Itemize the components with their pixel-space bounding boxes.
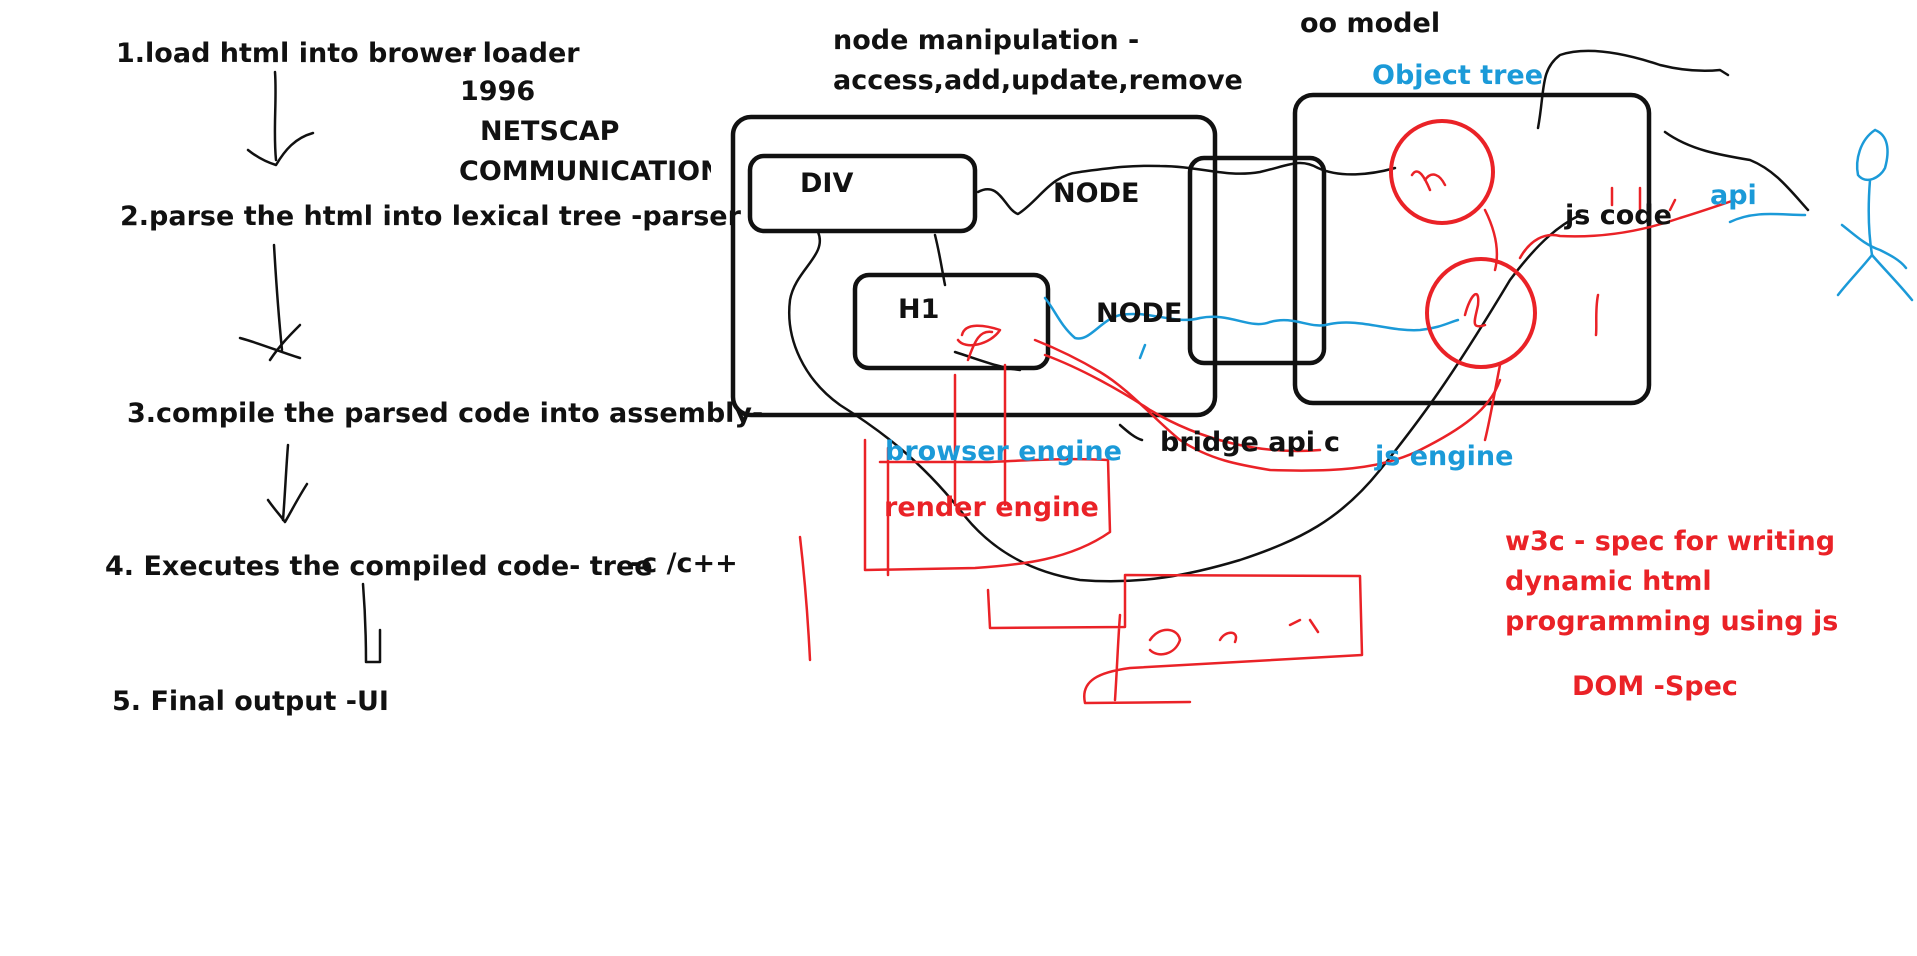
step-5-label: 5. Final output -UI (112, 686, 389, 717)
node-label-1: NODE (1053, 178, 1140, 209)
circle-1-to-2-link (1483, 208, 1499, 272)
api-label: api (1710, 180, 1757, 211)
year-label: 1996 (460, 76, 536, 107)
circle-2-scribble (1463, 292, 1487, 328)
step-3-label: 3.compile the parsed code into assembly- (127, 398, 764, 429)
div-node-box (747, 153, 978, 234)
step-1-suffix-label: - loader (462, 38, 580, 69)
node-manipulation-line2: access,add,update,remove (833, 65, 1243, 96)
step-2-label: 2.parse the html into lexical tree -pars… (120, 201, 741, 232)
output-red-box (986, 573, 1364, 705)
js-engine-label: js engine (1375, 441, 1514, 472)
render-engine-red-stems (886, 363, 1007, 577)
output-red-scribble (1148, 618, 1320, 656)
object-tree-box (1292, 92, 1652, 406)
tree-loop-link (788, 213, 1582, 583)
step-4-label: 4. Executes the compiled code- tree (105, 551, 653, 582)
circle-2-down-link (1483, 363, 1502, 442)
div-to-h1-link (933, 233, 947, 287)
flow-arrow-2-to-3 (238, 243, 302, 362)
object-node-circle-1 (1389, 119, 1495, 225)
circle-to-api-red-link (1518, 198, 1737, 260)
div-to-object-link (976, 161, 1397, 216)
company-label-line2: COMMUNICATION (459, 158, 711, 185)
company-label-line1: NETSCAP (480, 116, 620, 147)
h1-to-bridge-red-link (1043, 353, 1322, 453)
h1-to-object-blue-link (1043, 296, 1460, 340)
dom-tree-box (730, 114, 1218, 418)
step-1-label: 1.load html into brower (116, 38, 476, 69)
bridge-c-label: c (1324, 427, 1341, 458)
flow-arrow-1-to-2 (246, 70, 315, 167)
node-manipulation-line1: node manipulation - (833, 25, 1140, 56)
circle-1-scribble (1410, 170, 1447, 192)
bridge-box (1187, 155, 1327, 366)
step-4-lang-label: -c /c++ (630, 548, 738, 579)
object-node-circle-2 (1425, 257, 1537, 369)
node-label-2: NODE (1096, 298, 1183, 329)
h1-node-label: H1 (898, 294, 940, 325)
dom-spec-label: DOM -Spec (1572, 671, 1738, 702)
red-left-stroke (798, 535, 812, 662)
flow-arrow-3-to-4 (266, 443, 309, 524)
render-engine-label: render engine (884, 492, 1099, 523)
object-tree-top-stroke (1536, 49, 1730, 130)
user-stick-figure-icon (1728, 128, 1914, 302)
object-tree-label: Object tree (1372, 60, 1544, 91)
blue-tick-stroke (1138, 343, 1147, 360)
api-connector-stroke (1663, 130, 1810, 212)
browser-engine-label: browser engine (885, 436, 1122, 467)
w3c-note-line2: dynamic html (1505, 566, 1712, 597)
h1-node-box (852, 272, 1051, 371)
h1-red-scribble (956, 324, 1002, 362)
bridge-api-label: bridge api (1160, 427, 1316, 458)
div-node-label: DIV (800, 168, 854, 199)
oo-model-label: oo model (1300, 8, 1441, 39)
w3c-note-line1: w3c - spec for writing (1505, 526, 1836, 557)
bridge-tick-stroke (1118, 423, 1144, 442)
js-code-label: js code (1565, 200, 1672, 231)
red-tick-2 (1594, 293, 1600, 337)
flow-arrow-4-to-5 (361, 582, 382, 664)
w3c-note-line3: programming using js (1505, 606, 1839, 637)
h1-to-js-engine-red-link (1033, 338, 1502, 472)
js-code-red-ticks (1610, 186, 1677, 214)
render-engine-red-box (863, 438, 1112, 572)
h1-underline-stroke (953, 350, 1022, 372)
